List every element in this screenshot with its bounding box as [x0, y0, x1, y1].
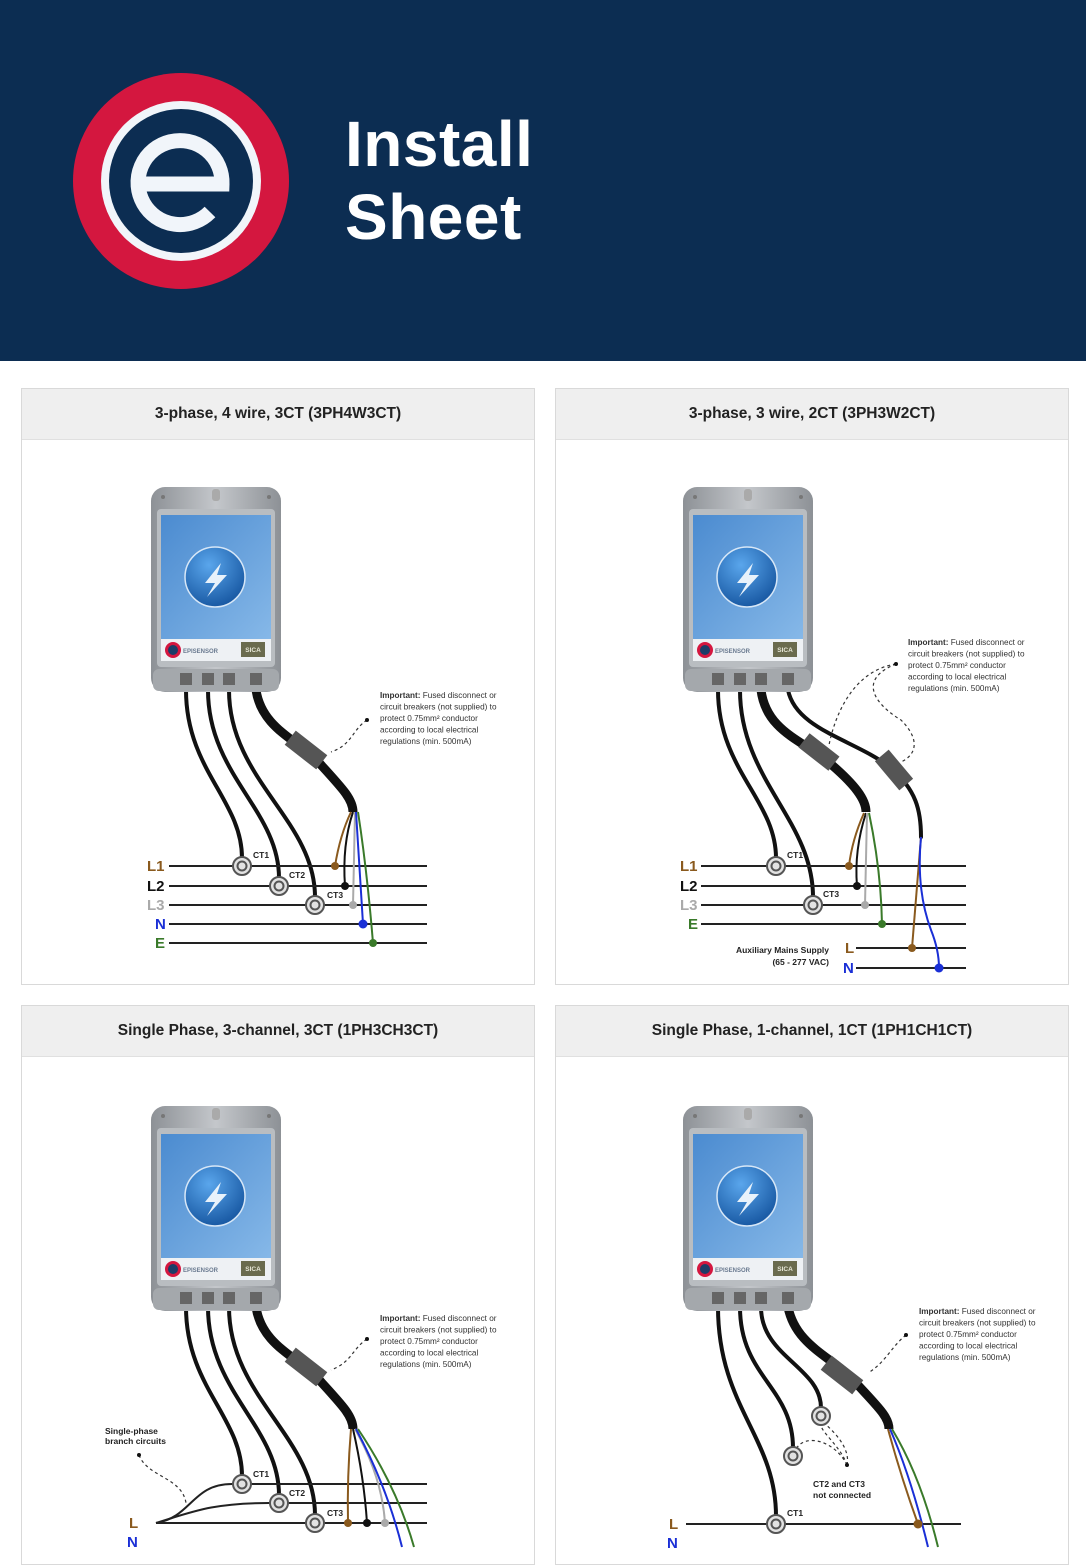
- panel-1ph1ch1ct: Single Phase, 1-channel, 1CT (1PH1CH1CT)…: [555, 1005, 1069, 1565]
- header-banner: Install Sheet: [0, 0, 1086, 361]
- ct-clamp-unconnected-icon: [783, 1446, 803, 1466]
- wiring-diagram: EPISENSOR SICA CT1 CT3 L1 L2 L3 E L N Au…: [680, 487, 1025, 977]
- line-label-l2: L2: [147, 878, 165, 895]
- line-label-e: E: [688, 916, 698, 933]
- panel-3ph3w2ct: 3-phase, 3 wire, 2CT (3PH3W2CT) EPISENSO…: [555, 388, 1069, 985]
- ct-label: CT3: [823, 889, 839, 899]
- ct-clamp-icon: [232, 856, 252, 876]
- ct-label: CT1: [787, 850, 803, 860]
- ct-label: CT3: [327, 1508, 343, 1518]
- device-brand-text: EPISENSOR: [183, 649, 219, 655]
- ct-label: CT3: [327, 890, 343, 900]
- ct-clamp-icon: [766, 1514, 786, 1534]
- wiring-diagram: EPISENSOR SICA CT1 CT2 CT3 L N Single-ph…: [105, 1106, 497, 1551]
- line-label-e: E: [155, 935, 165, 952]
- ct-label: CT1: [253, 850, 269, 860]
- line-label-n: N: [667, 1535, 678, 1552]
- fuse-icon: [284, 1347, 328, 1387]
- device-badge-text: SICA: [245, 1266, 261, 1273]
- meter-device-icon: [682, 487, 814, 693]
- ct-label: CT2: [289, 1488, 305, 1498]
- page-title: Install Sheet: [345, 108, 533, 254]
- ct-label: CT2: [289, 870, 305, 880]
- line-label-n: N: [155, 916, 166, 933]
- panel-1ph3ch3ct: Single Phase, 3-channel, 3CT (1PH3CH3CT)…: [21, 1005, 535, 1565]
- meter-device-icon: [150, 487, 282, 693]
- panel-title: Single Phase, 3-channel, 3CT (1PH3CH3CT): [22, 1006, 534, 1057]
- line-label-l: L: [129, 1515, 138, 1532]
- ct-clamp-icon: [305, 895, 325, 915]
- fuse-icon: [874, 749, 914, 791]
- aux-supply-voltage: (65 - 277 VAC): [772, 957, 829, 967]
- device-brand-text: EPISENSOR: [715, 649, 751, 655]
- line-label-l3: L3: [147, 897, 165, 914]
- ct-clamp-icon: [269, 876, 289, 896]
- ct-clamp-unconnected-icon: [811, 1406, 831, 1426]
- ct-label: CT1: [787, 1508, 803, 1518]
- fuse-icon: [798, 733, 840, 771]
- device-badge-text: SICA: [777, 647, 793, 654]
- title-line-2: Sheet: [345, 181, 522, 253]
- ct-clamp-icon: [269, 1493, 289, 1513]
- ct-clamp-icon: [766, 856, 786, 876]
- ct-clamp-icon: [305, 1513, 325, 1533]
- line-label-l1: L1: [680, 858, 698, 875]
- episensor-logo-icon: [73, 73, 289, 289]
- panel-3ph4w3ct: 3-phase, 4 wire, 3CT (3PH4W3CT) EPISENSO…: [21, 388, 535, 985]
- ct-clamp-icon: [232, 1474, 252, 1494]
- line-label-n: N: [127, 1534, 138, 1551]
- ct-clamp-icon: [803, 895, 823, 915]
- line-label-l1: L1: [147, 858, 165, 875]
- ct-label: CT1: [253, 1469, 269, 1479]
- line-label-l: L: [669, 1516, 678, 1533]
- device-brand-text: EPISENSOR: [715, 1268, 751, 1274]
- meter-device-icon: [150, 1106, 282, 1312]
- panel-title: 3-phase, 4 wire, 3CT (3PH4W3CT): [22, 389, 534, 440]
- device-brand-text: EPISENSOR: [183, 1268, 219, 1274]
- line-label-l2: L2: [680, 878, 698, 895]
- device-badge-text: SICA: [777, 1266, 793, 1273]
- panel-title: Single Phase, 1-channel, 1CT (1PH1CH1CT): [556, 1006, 1068, 1057]
- wiring-diagram: EPISENSOR SICA CT1 CT2 CT3 L1 L2 L3 N E …: [147, 487, 497, 952]
- panel-title: 3-phase, 3 wire, 2CT (3PH3W2CT): [556, 389, 1068, 440]
- aux-label-n: N: [843, 960, 854, 977]
- aux-label-l: L: [845, 940, 854, 957]
- fuse-icon: [820, 1355, 864, 1395]
- aux-supply-label: Auxiliary Mains Supply: [736, 945, 829, 955]
- device-badge-text: SICA: [245, 647, 261, 654]
- fuse-icon: [284, 730, 328, 770]
- line-label-l3: L3: [680, 897, 698, 914]
- title-line-1: Install: [345, 108, 534, 180]
- meter-device-icon: [682, 1106, 814, 1312]
